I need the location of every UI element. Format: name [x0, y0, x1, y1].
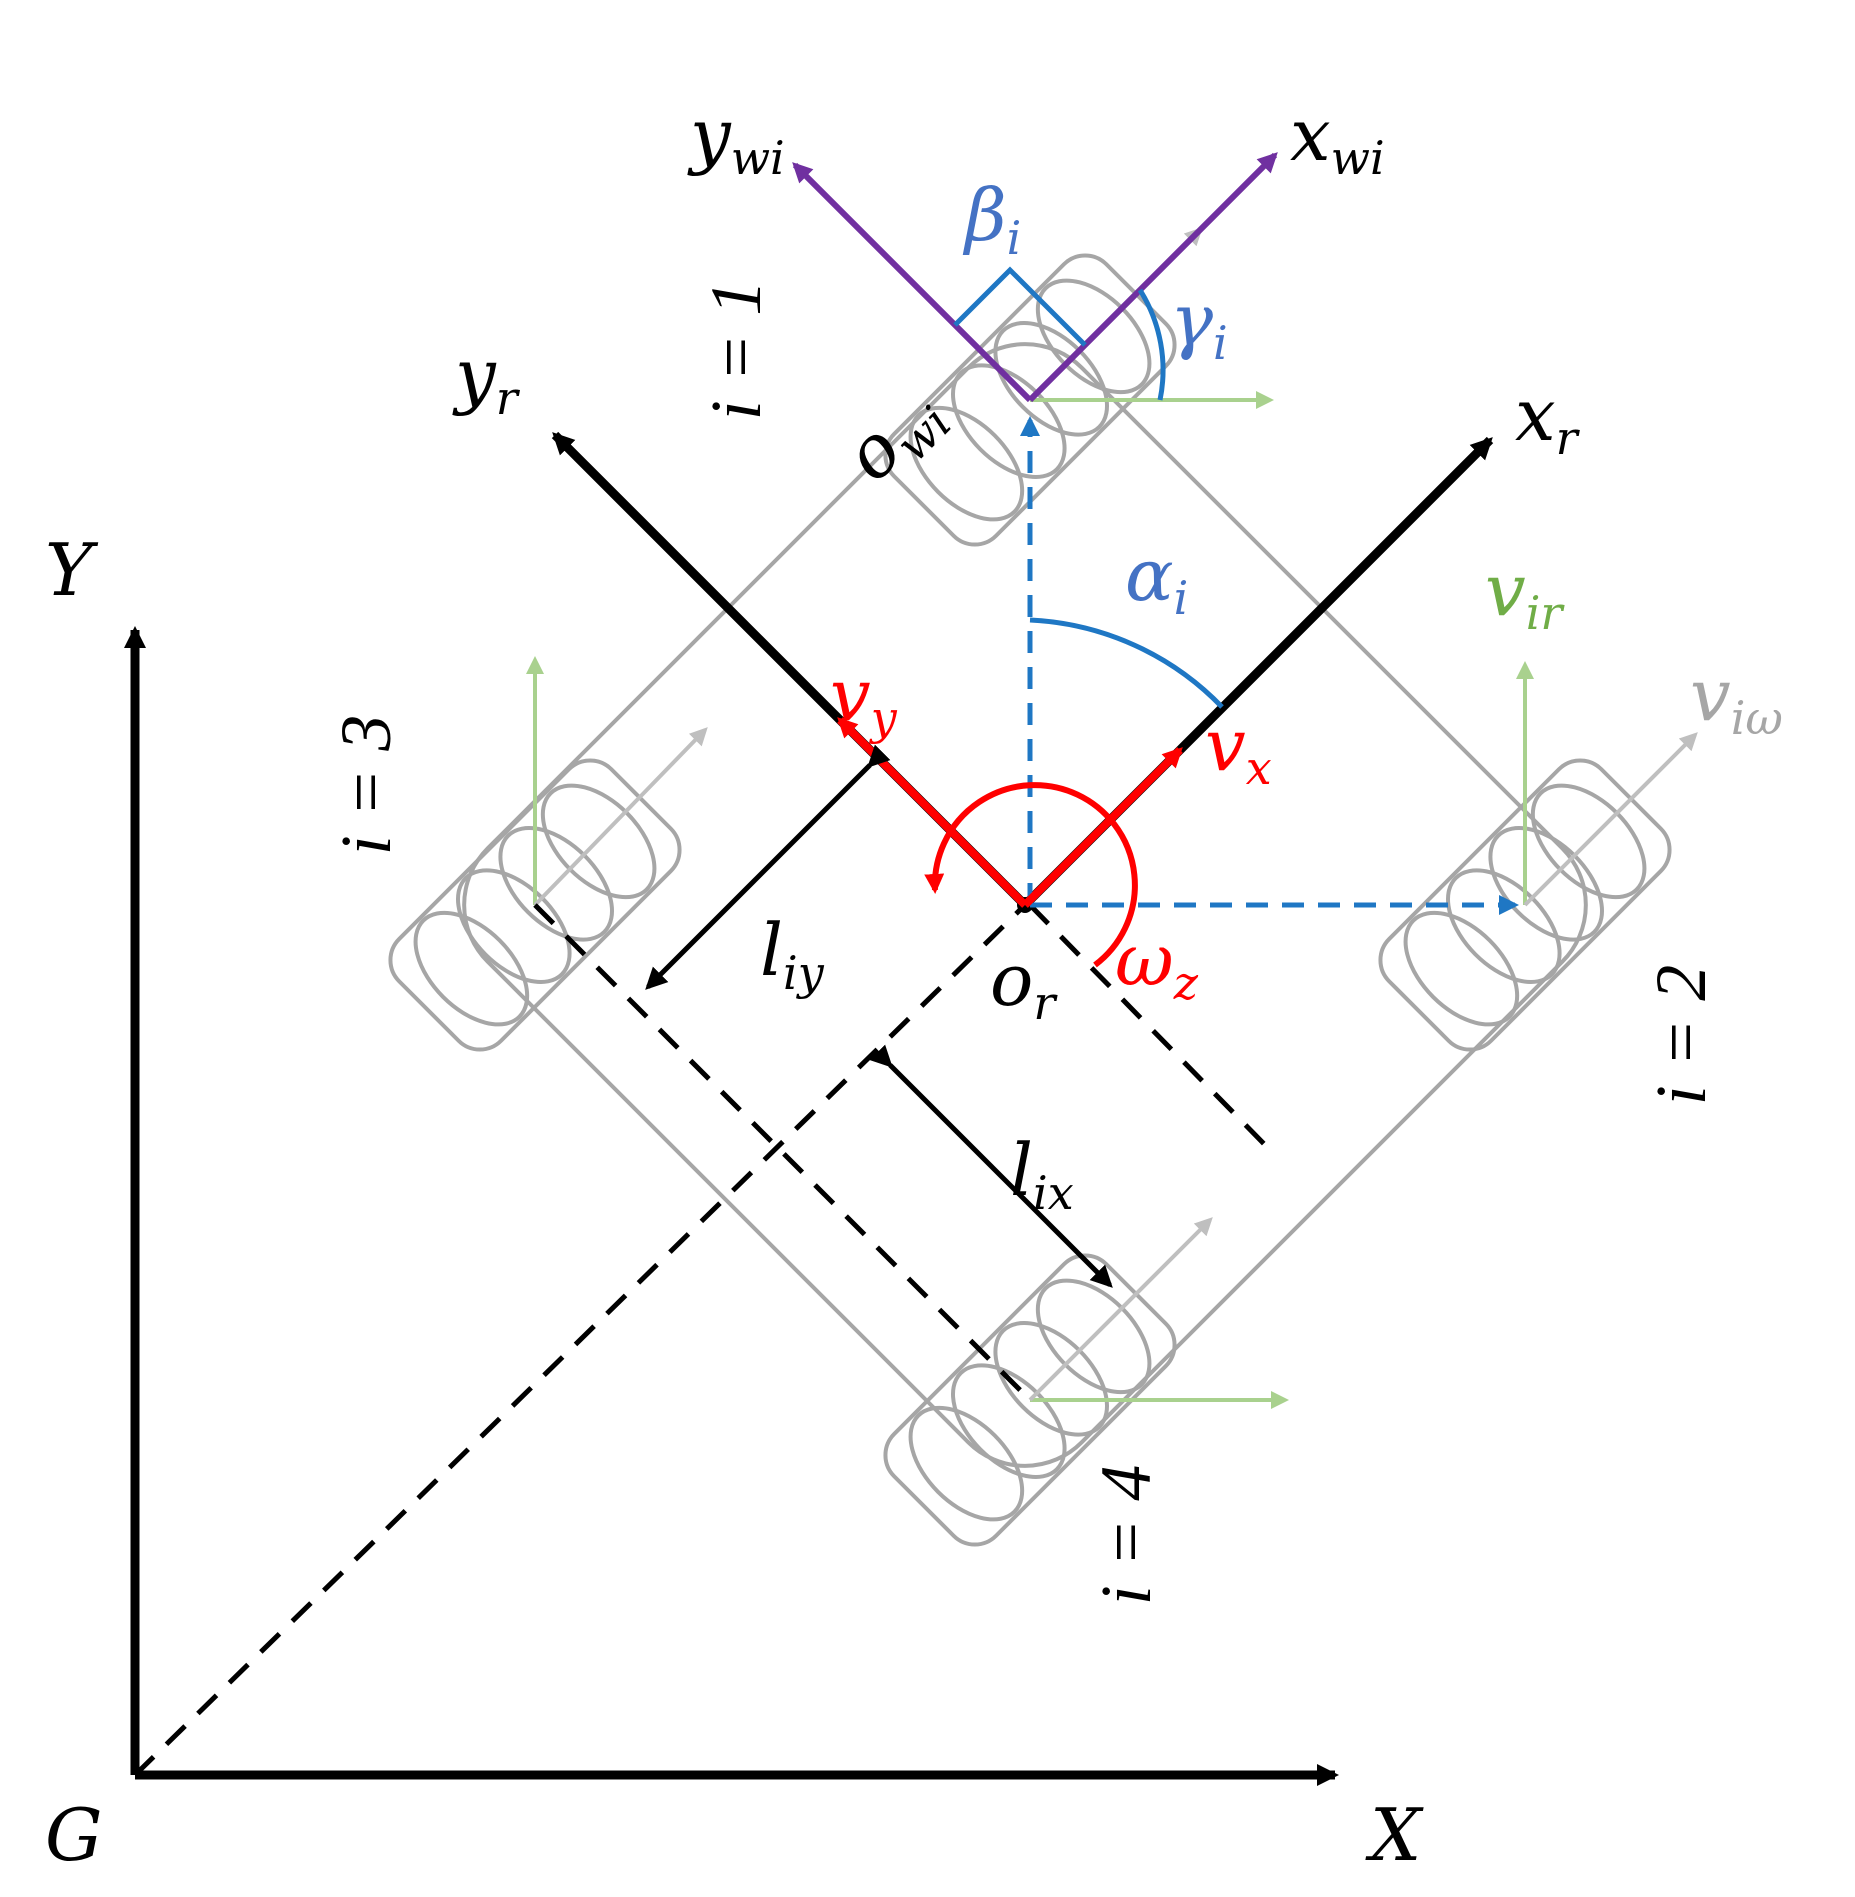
liy-label: liy	[760, 908, 825, 1000]
dashed-construction-lines	[133, 903, 1272, 1777]
viw-label: viω	[1690, 653, 1783, 745]
gamma-label: γi	[1170, 278, 1228, 370]
vx-arrow	[1022, 747, 1183, 908]
lix-arrow	[869, 1044, 1113, 1288]
wheel4-index-label: i = 4	[1086, 1465, 1166, 1606]
viw-arrow-wheel2	[1523, 732, 1698, 907]
alpha-reference-lines	[1020, 416, 1519, 915]
robot-x-label: xr	[1515, 373, 1581, 465]
viw-arrow-wheel3	[533, 727, 708, 907]
wheel-x-axis	[1027, 152, 1278, 403]
gamma-arc	[1137, 288, 1166, 401]
omega-label: ωz	[1115, 918, 1199, 1010]
robot-y-label: yr	[452, 333, 521, 425]
liy-arrow	[645, 744, 891, 990]
vir-label: vir	[1485, 548, 1565, 640]
vy-label: vy	[830, 653, 898, 745]
wheel1-index-label: i = 1	[696, 280, 776, 421]
beta-label: βi	[962, 173, 1021, 265]
omega-arc	[924, 782, 1138, 968]
wheel2-index-label: i = 2	[1641, 965, 1721, 1106]
global-x-label: X	[1365, 1793, 1424, 1877]
wheel-y-label: ywi	[687, 93, 785, 185]
distance-arrows	[645, 744, 1113, 1288]
global-origin-label: G	[45, 1793, 103, 1877]
global-y-label: Y	[45, 528, 99, 612]
viw-arrow-wheel4	[1028, 1217, 1213, 1402]
wheel-frame	[792, 152, 1278, 403]
alpha-label: αi	[1125, 533, 1188, 625]
beta-right-angle	[953, 266, 1087, 347]
robot-origin-label: or	[990, 938, 1058, 1030]
wheel-y-axis	[792, 162, 1033, 403]
lix-label: lix	[1010, 1128, 1074, 1220]
alpha-arc	[1029, 617, 1224, 709]
global-frame	[124, 626, 1339, 1786]
wheel3-index-label: i = 3	[326, 715, 406, 856]
wheel-x-label: xwi	[1290, 93, 1385, 185]
vx-label: vx	[1205, 703, 1272, 795]
